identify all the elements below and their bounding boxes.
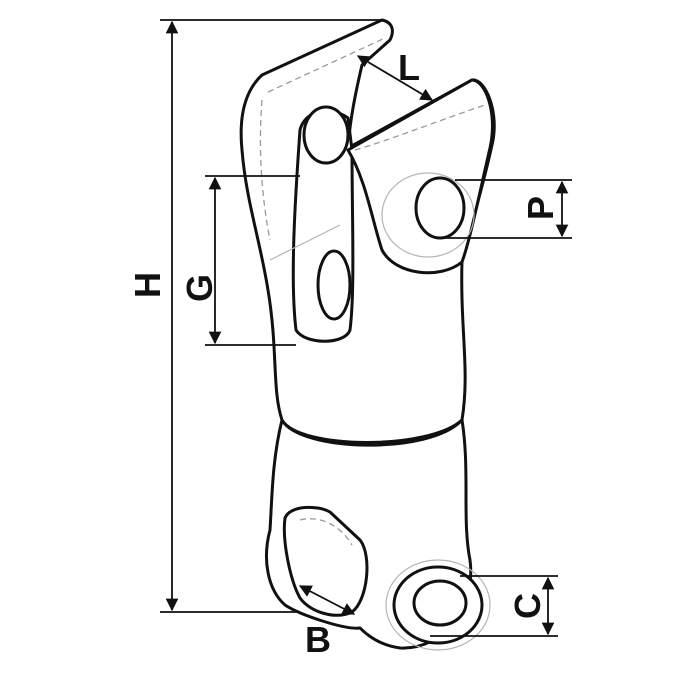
rear-pin-hole	[316, 249, 352, 321]
label-c: C	[507, 593, 548, 619]
lower-slot-hidden-edge	[299, 518, 353, 546]
dim-l-arrow	[356, 55, 434, 101]
front-tine-hidden-edge	[354, 104, 486, 151]
label-b: B	[305, 619, 331, 660]
label-p: P	[520, 196, 561, 220]
label-l: L	[398, 47, 420, 88]
rear-tine-hidden-side	[259, 99, 271, 241]
lower-boss-shade	[385, 559, 491, 651]
upper-boss-shade	[381, 172, 475, 258]
label-g: G	[179, 274, 220, 302]
rear-pin-boss	[302, 105, 350, 165]
upper-pin-hole	[414, 176, 466, 240]
rear-tine-shade	[269, 224, 341, 261]
rear-tine-hidden-top	[267, 37, 386, 93]
dim-b-arrow	[298, 585, 356, 615]
label-h: H	[127, 272, 168, 298]
lower-pin-hole	[412, 579, 468, 627]
